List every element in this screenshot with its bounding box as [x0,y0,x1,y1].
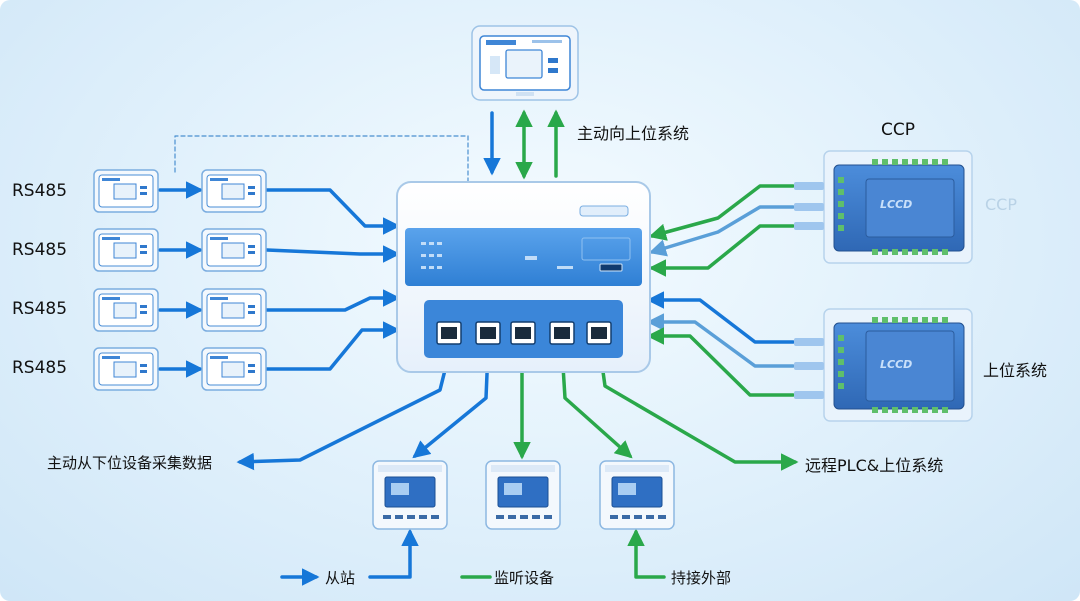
dashed-link [174,135,469,183]
legend-slave-up [368,528,419,579]
ccp2-line-1 [646,291,795,344]
upper-system-label: 上位系统 [983,361,1048,380]
top-system-label: 主动向上位系统 [577,124,690,143]
plc-controller-icon [794,308,973,422]
legend-external-up [627,528,666,579]
module-to-hub-4 [265,321,401,371]
module-l2 [93,228,159,272]
ccp-faint-label: CCP [985,195,1017,214]
connection-lines [158,109,799,586]
left-modules [93,169,267,391]
ccp2-line-3 [646,327,795,397]
ccp-logo: LCCD [880,198,913,211]
module-to-hub-2 [265,245,401,263]
rs485-label: RS485 [12,358,68,378]
bottom-device-3 [599,460,675,530]
ccp2-line-2 [646,313,795,368]
ccp1-line-1 [648,184,795,241]
module-to-hub-1 [265,188,401,235]
module-r4 [201,347,267,391]
module-l3 [93,288,159,332]
rs485-label: RS485 [12,240,68,260]
legend-external: 持接外部 [671,569,732,587]
rs485-label: RS485 [12,181,68,201]
collect-label: 主动从下位设备采集数据 [47,454,213,472]
module-r2 [201,228,267,272]
module-l1 [93,169,159,213]
module-r3 [201,288,267,332]
module-r1 [201,169,267,213]
legend-slave: 从站 [325,569,356,587]
bottom-device-1 [372,460,448,530]
gateway-hub-icon [396,181,651,373]
bottom-device-2 [485,460,561,530]
plc-controller-icon [794,150,973,264]
ccp1-line-2 [648,205,795,257]
top-device [471,25,579,101]
ccp-title: CCP [881,120,915,140]
module-to-hub-3 [265,289,401,312]
rs485-label: RS485 [12,299,68,319]
module-l4 [93,347,159,391]
remote-label: 远程PLC&上位系统 [805,456,944,475]
ccp-logo: LCCD [880,358,913,371]
legend-monitor: 监听设备 [494,569,555,587]
ccp1-line-3 [648,224,795,277]
